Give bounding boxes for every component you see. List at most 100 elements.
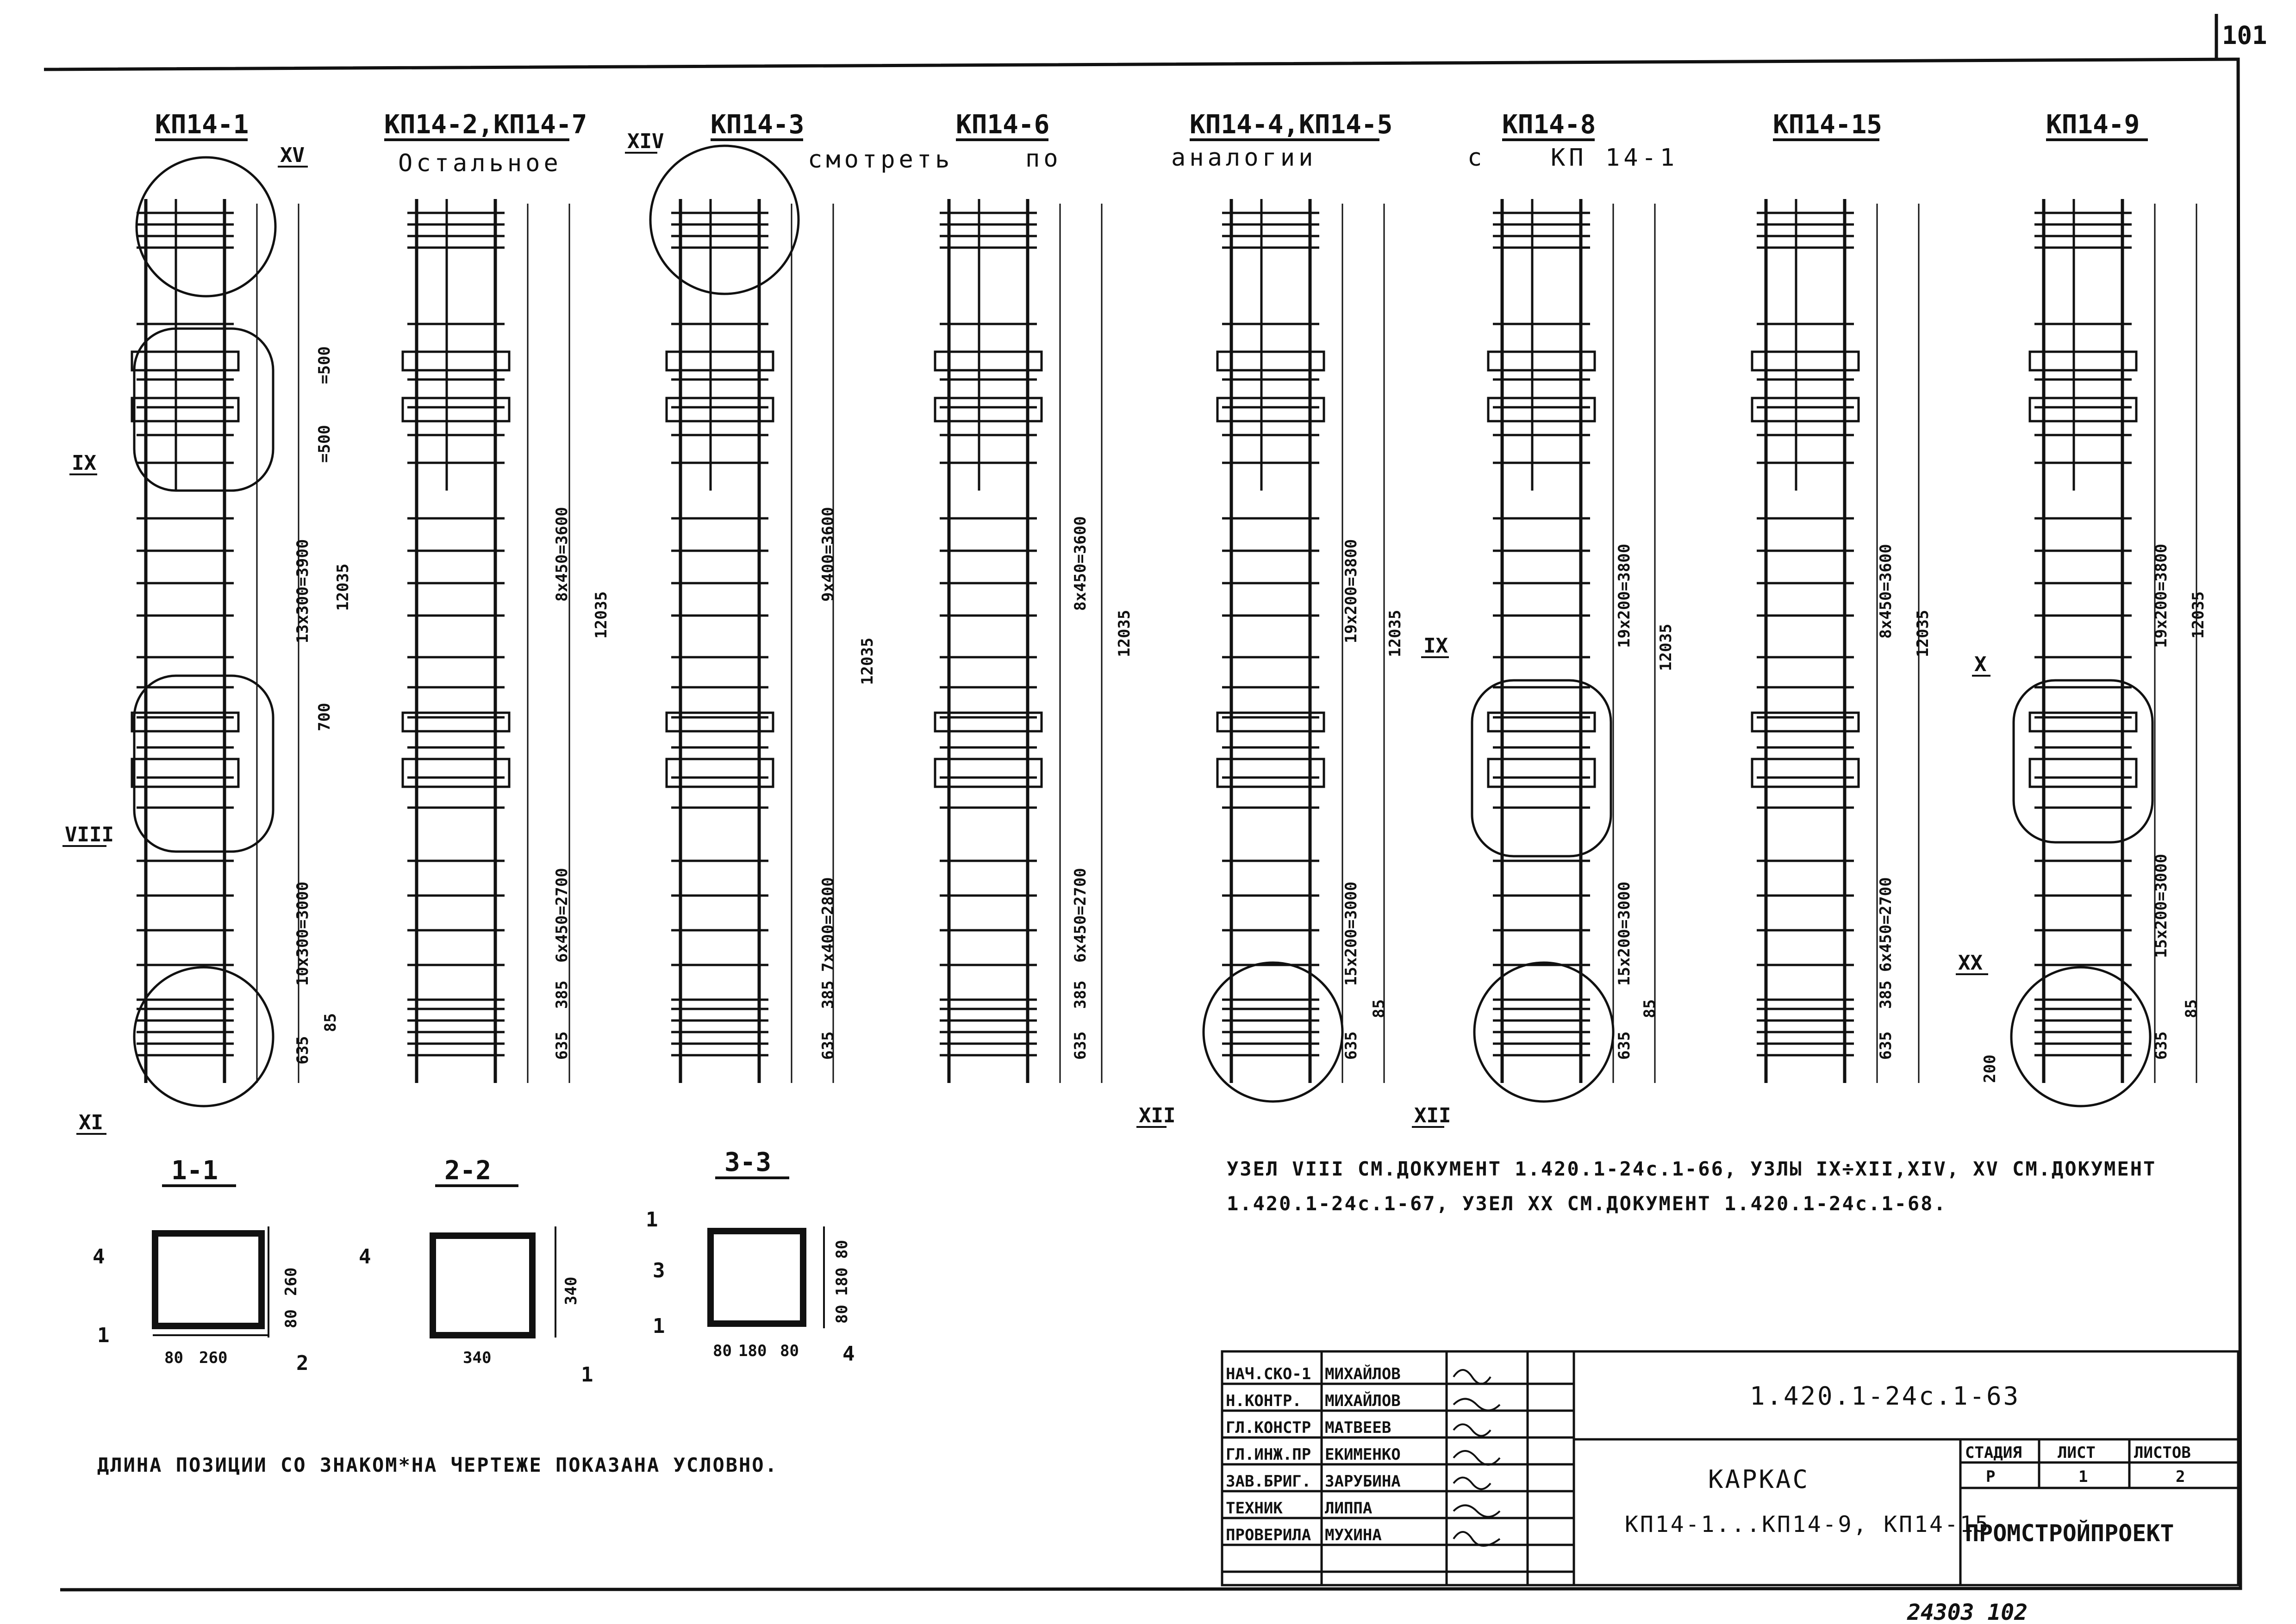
embedded-plate (665, 758, 774, 788)
embedded-plate (2028, 397, 2138, 423)
section-title-3-3: 3-3 (724, 1147, 771, 1177)
embedded-plate (1751, 350, 1860, 372)
dim-c6-top: 19x200=3800 (1615, 544, 1634, 648)
embedded-plate (131, 758, 240, 788)
overall-height-3: 12035 (858, 638, 877, 685)
dim-c3-385: 385 (819, 981, 837, 1009)
title-line-1: КАРКАС (1708, 1465, 1809, 1494)
embedded-plate (665, 397, 774, 423)
section-1-1-label-4: 4 (93, 1245, 105, 1269)
dim-c5-85: 85 (1370, 999, 1388, 1018)
section-3-3-label-1b: 1 (653, 1314, 665, 1338)
dim-c8-200: 200 (1981, 1055, 1999, 1083)
embedded-plate (131, 350, 240, 372)
role-5: ЗАВ.БРИГ. (1226, 1472, 1311, 1491)
dim-c8-bottom: 15x200=3000 (2152, 854, 2171, 958)
stage-header: СТАДИЯ (1965, 1444, 2022, 1462)
embedded-plate (401, 350, 511, 372)
sheet-value: 1 (2078, 1468, 2088, 1486)
rebar-cages (131, 199, 2197, 1083)
node-label-xii-1: XII (1139, 1104, 1175, 1127)
section-1-1-dim-80v: 80 (282, 1309, 300, 1328)
banner: Остальное смотреть по аналогии с КП 14-1 (398, 144, 1678, 177)
dim-c5-bottom: 15x200=3000 (1342, 882, 1360, 986)
role-1: НАЧ.СКО-1 (1226, 1365, 1311, 1383)
banner-word-1: Остальное (398, 149, 562, 177)
embedded-plate (2028, 350, 2138, 372)
section-title-1-1: 1-1 (171, 1156, 218, 1186)
organization: ПРОМСТРОЙПРОЕКТ (1965, 1519, 2174, 1547)
sheet-number: 101 (2222, 21, 2267, 50)
name-1: МИХАЙЛОВ (1325, 1364, 1401, 1383)
embedded-plate (1487, 350, 1596, 372)
embedded-plate (1487, 711, 1596, 733)
overall-height-5: 12035 (1386, 610, 1404, 657)
embedded-plate (1487, 397, 1596, 423)
dim-c1-85: 85 (321, 1013, 340, 1032)
section-1-1-label-1: 1 (97, 1324, 110, 1347)
title-line-2: КП14-1...КП14-9, КП14-15 (1625, 1512, 1990, 1537)
dim-c8-85: 85 (2182, 999, 2201, 1018)
embedded-plate (665, 350, 774, 372)
dim-c4-top: 8x450=3600 (1071, 516, 1090, 611)
embedded-plate (2028, 711, 2138, 733)
section-3-3-dim-80v1: 80 (833, 1240, 851, 1259)
dim-c7-top: 8x450=3600 (1877, 544, 1895, 639)
dim-c1-700: 700 (315, 703, 334, 731)
dim-c1-500b: =500 (315, 425, 334, 463)
overall-height-4: 12035 (1115, 610, 1134, 657)
banner-word-6: КП 14-1 (1551, 144, 1678, 172)
column-titles: КП14-1 КП14-2,КП14-7 КП14-3 КП14-6 КП14-… (155, 110, 2148, 141)
section-1-1-label-2: 2 (296, 1351, 309, 1375)
name-3: МАТВЕЕВ (1325, 1419, 1391, 1437)
dim-c4-385: 385 (1071, 981, 1090, 1009)
name-2: МИХАЙЛОВ (1325, 1391, 1401, 1410)
overall-height-6: 12035 (1657, 624, 1675, 671)
section-3-3-dim-180: 180 (738, 1342, 767, 1360)
dim-c2-635: 635 (553, 1032, 571, 1060)
column-title-6: КП14-8 (1502, 110, 1596, 140)
name-5: ЗАРУБИНА (1325, 1472, 1401, 1491)
dim-c7-385: 385 (1877, 981, 1895, 1009)
overall-height-7: 12035 (1914, 610, 1932, 657)
embedded-plate (401, 397, 511, 423)
dim-c6-635: 635 (1615, 1032, 1634, 1060)
overall-height-8: 12035 (2189, 591, 2208, 639)
column-title-2: КП14-2,КП14-7 (384, 110, 587, 140)
role-7: ПРОВЕРИЛА (1226, 1526, 1311, 1544)
dim-c6-bottom: 15x200=3000 (1615, 882, 1634, 986)
sheets-header: ЛИСТОВ (2134, 1444, 2191, 1462)
dim-c7-bottom: 6x450=2700 (1877, 877, 1895, 972)
note-line-1: УЗЕЛ VIII СМ.ДОКУМЕНТ 1.420.1-24с.1-66, … (1227, 1157, 2156, 1180)
section-3-3-dim-80v2: 80 (833, 1305, 851, 1324)
section-2-2: 2-2 340 340 4 1 (359, 1156, 593, 1387)
section-2-2-dim-h: 340 (463, 1349, 491, 1367)
embedded-plate (1216, 397, 1325, 423)
section-3-3: 3-3 80 180 80 80 180 80 1 3 1 4 (646, 1147, 855, 1366)
name-7: МУХИНА (1325, 1526, 1382, 1544)
column-title-4: КП14-6 (956, 110, 1049, 140)
embedded-plate (1751, 758, 1860, 788)
signature-scribbles (1453, 1369, 1501, 1547)
embedded-plate (2028, 758, 2138, 788)
dim-c3-top: 9x400=3600 (819, 507, 837, 602)
section-2-2-label-4: 4 (359, 1245, 371, 1269)
embedded-plate (1751, 711, 1860, 733)
section-1-1-dim-260v: 260 (282, 1268, 300, 1296)
dim-c1-500a: =500 (315, 346, 334, 384)
section-3-3-label-4: 4 (842, 1342, 855, 1366)
role-3: ГЛ.КОНСТР (1226, 1419, 1311, 1437)
section-2-2-label-1: 1 (581, 1363, 593, 1387)
section-1-1: 1-1 80 260 260 80 4 1 2 (93, 1156, 309, 1375)
overall-height-2: 12035 (592, 591, 611, 639)
node-label-xv: XV (280, 143, 305, 167)
embedded-plate (1751, 397, 1860, 423)
embedded-plate (665, 711, 774, 733)
section-title-2-2: 2-2 (444, 1156, 491, 1186)
dim-c4-635: 635 (1071, 1032, 1090, 1060)
dimension-labels: 13x300=3900 10x300=3000 85 635 =500 =500… (293, 346, 2208, 1083)
embedded-plate (934, 758, 1043, 788)
dim-c5-top: 19x200=3800 (1342, 539, 1360, 643)
title-block (1221, 1350, 2240, 1587)
